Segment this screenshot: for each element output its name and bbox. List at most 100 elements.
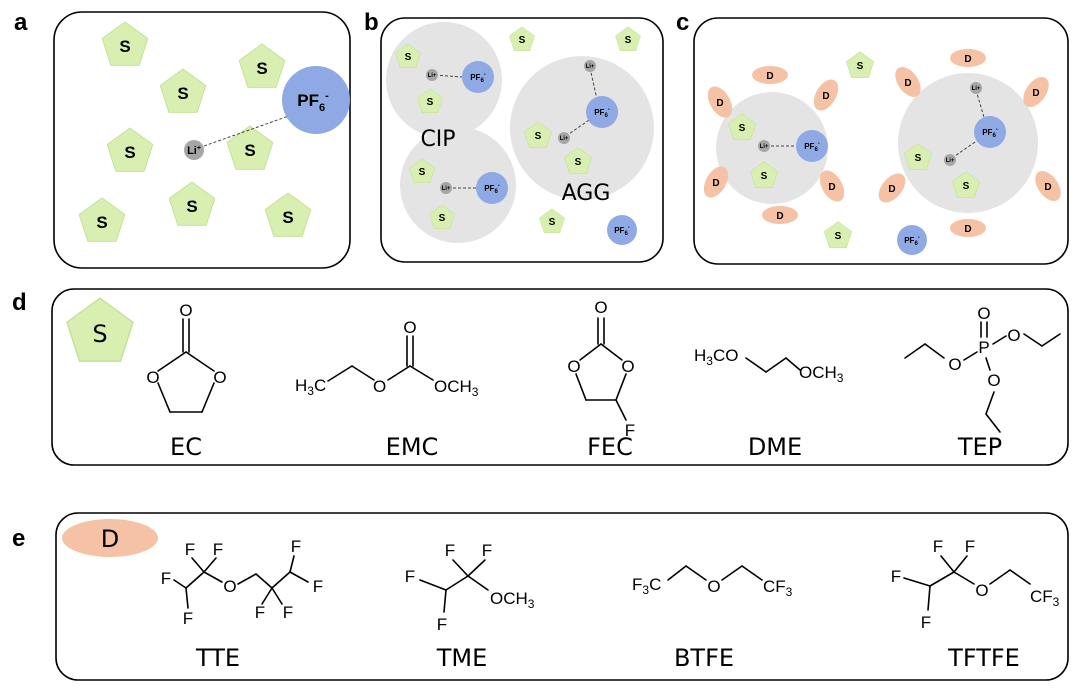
solvent-molecule: S bbox=[429, 204, 455, 229]
solvent-molecule: S bbox=[78, 197, 126, 242]
svg-text:D: D bbox=[904, 78, 911, 89]
svg-text:D: D bbox=[828, 182, 835, 193]
solvent-molecule: S bbox=[106, 127, 154, 172]
svg-text:OCH3: OCH3 bbox=[490, 589, 535, 611]
svg-text:Li+: Li+ bbox=[946, 158, 955, 164]
panel-a: S S S S S S S S bbox=[53, 11, 351, 269]
diluent-molecule: D bbox=[950, 219, 986, 237]
svg-text:S: S bbox=[761, 171, 768, 182]
solvent-label: S bbox=[282, 208, 293, 227]
svg-text:Li+: Li+ bbox=[760, 144, 769, 150]
svg-text:S: S bbox=[625, 35, 632, 46]
agg-sphere bbox=[898, 73, 1038, 213]
svg-text:P: P bbox=[978, 338, 989, 357]
cip-sphere bbox=[400, 127, 516, 243]
solvent-molecule: S bbox=[824, 221, 852, 248]
solvent-molecule: S bbox=[728, 113, 756, 140]
solvent-molecule: S bbox=[395, 43, 421, 68]
panel-e: D F F F F O F F F F TTE bbox=[55, 512, 1069, 681]
svg-text:O: O bbox=[948, 355, 961, 374]
diluent-legend-label: D bbox=[101, 525, 119, 553]
svg-text:PF6-: PF6- bbox=[904, 235, 920, 247]
svg-text:S: S bbox=[549, 217, 556, 228]
svg-text:CF3: CF3 bbox=[1030, 587, 1060, 609]
solvent-molecule: S bbox=[615, 26, 641, 51]
svg-text:F: F bbox=[161, 569, 171, 588]
svg-text:O: O bbox=[1007, 326, 1020, 345]
svg-text:O: O bbox=[707, 577, 720, 596]
svg-text:OCH3: OCH3 bbox=[434, 377, 479, 399]
svg-text:D: D bbox=[712, 178, 719, 189]
lithium-ion: Li+ bbox=[184, 140, 204, 160]
pf6-anion: PF6- bbox=[476, 172, 508, 204]
svg-text:O: O bbox=[213, 368, 226, 387]
svg-text:S: S bbox=[835, 231, 842, 242]
tte-name: TTE bbox=[195, 644, 240, 672]
solvent-label: S bbox=[186, 197, 197, 216]
svg-text:PF6-: PF6- bbox=[982, 127, 998, 139]
diluent-molecule: D bbox=[895, 66, 921, 98]
solvent-molecule: S bbox=[264, 192, 312, 237]
svg-text:O: O bbox=[567, 357, 580, 376]
svg-text:F: F bbox=[283, 603, 293, 622]
solvent-label: S bbox=[244, 141, 255, 160]
btfe-structure: F3C O CF3 bbox=[632, 565, 793, 599]
tftfe-structure: F F F F O CF3 bbox=[891, 537, 1060, 632]
svg-text:F: F bbox=[255, 603, 265, 622]
svg-text:F: F bbox=[933, 537, 943, 556]
emc-structure: H3C O O OCH3 bbox=[295, 318, 479, 399]
svg-text:F: F bbox=[313, 577, 323, 596]
lithium-ion: Li+ bbox=[944, 154, 956, 166]
diluent-molecule: D bbox=[1023, 76, 1049, 108]
svg-text:S: S bbox=[739, 123, 746, 134]
svg-text:F: F bbox=[625, 421, 635, 440]
svg-text:S: S bbox=[963, 181, 970, 192]
ec-structure: O O O bbox=[146, 301, 227, 413]
lithium-ion: Li+ bbox=[558, 132, 570, 144]
agg-label: AGG bbox=[562, 181, 611, 206]
lithium-ion: Li+ bbox=[758, 140, 770, 152]
tme-structure: F F OCH3 F F bbox=[405, 541, 535, 634]
solvent-label: S bbox=[124, 143, 135, 162]
fec-structure: O O O F bbox=[567, 298, 635, 440]
svg-text:S: S bbox=[519, 35, 526, 46]
svg-text:O: O bbox=[223, 577, 236, 596]
diluent-molecule: D bbox=[1035, 170, 1061, 202]
svg-text:D: D bbox=[716, 98, 723, 109]
svg-text:PF6-: PF6- bbox=[470, 72, 486, 84]
svg-text:F: F bbox=[921, 613, 931, 632]
diluent-molecule: D bbox=[878, 173, 906, 203]
svg-text:Li+: Li+ bbox=[428, 73, 437, 79]
pf6-anion: PF6- bbox=[796, 130, 828, 162]
solvent-molecule: S bbox=[564, 147, 592, 174]
svg-text:F: F bbox=[183, 609, 193, 628]
panel-b: S S Li+ PF6- S S Li+ PF6- S S Li+ Li+ PF… bbox=[380, 17, 664, 263]
panel-d-frame bbox=[51, 288, 1069, 466]
svg-text:PF6-: PF6- bbox=[484, 183, 500, 195]
diluent-molecule: D bbox=[703, 166, 729, 198]
svg-text:D: D bbox=[1044, 182, 1051, 193]
svg-text:S: S bbox=[575, 157, 582, 168]
agg-sphere bbox=[510, 56, 654, 200]
pf6-anion: PF6- bbox=[282, 66, 350, 134]
tme-name: TME bbox=[436, 644, 488, 672]
solvent-molecule: S bbox=[409, 158, 435, 183]
svg-text:Li+: Li+ bbox=[972, 86, 981, 92]
pf6-anion: PF6- bbox=[586, 96, 618, 128]
tep-name: TEP bbox=[957, 433, 1002, 461]
solvent-label: S bbox=[256, 59, 267, 78]
emc-name: EMC bbox=[386, 433, 439, 461]
pf6-anion: PF6- bbox=[974, 116, 1006, 148]
solvent-label: S bbox=[119, 37, 130, 56]
dme-name: DME bbox=[748, 433, 802, 461]
svg-text:Li+: Li+ bbox=[187, 145, 201, 157]
panel-label-a: a bbox=[14, 9, 28, 36]
diluent-molecule: D bbox=[950, 49, 986, 67]
solvent-molecule: S bbox=[846, 51, 874, 78]
solvent-molecule: S bbox=[952, 171, 980, 198]
fec-name: FEC bbox=[587, 433, 633, 461]
svg-text:F: F bbox=[291, 537, 301, 556]
pf6-anion: PF6- bbox=[607, 215, 637, 245]
svg-text:PF6-: PF6- bbox=[614, 225, 630, 237]
btfe-name: BTFE bbox=[674, 644, 734, 672]
